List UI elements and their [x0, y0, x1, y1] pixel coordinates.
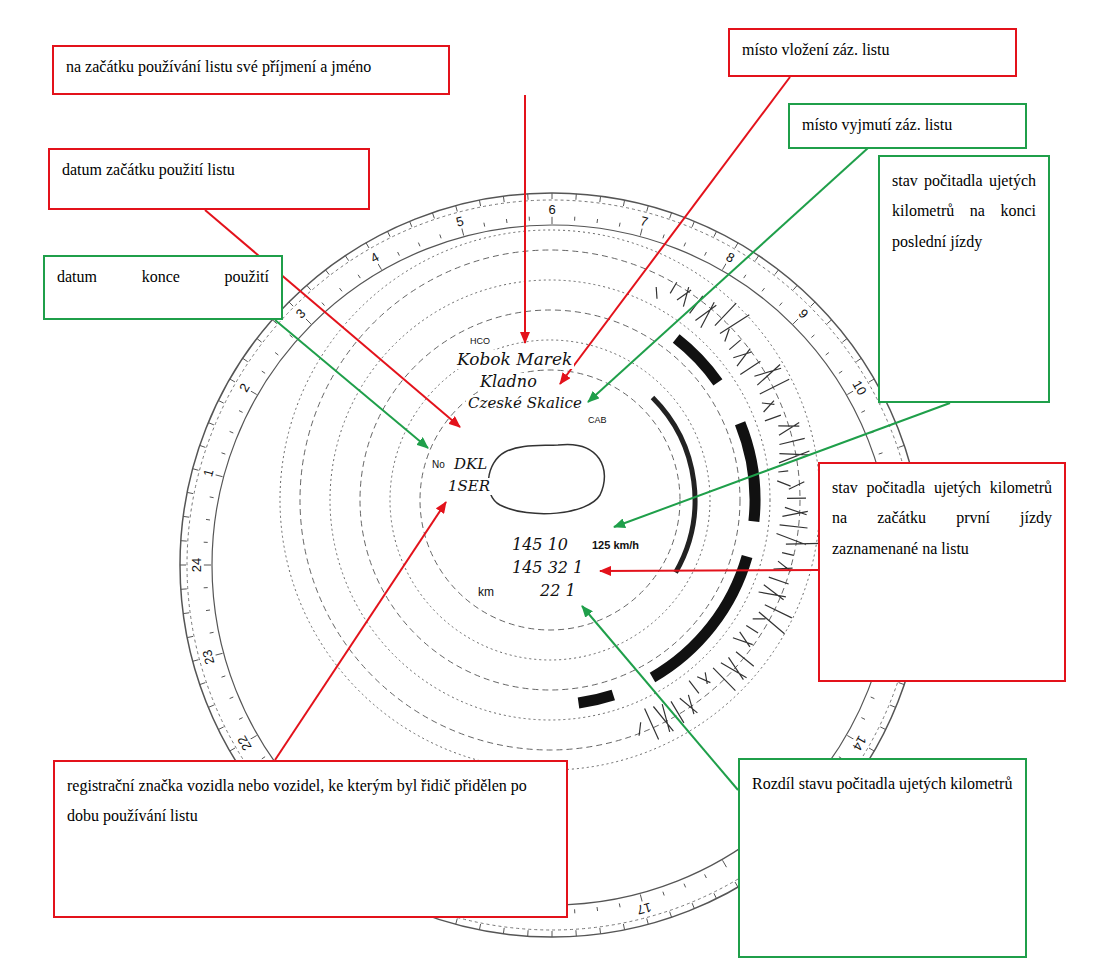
- callout-text: datum konce použití: [57, 266, 269, 288]
- disc-ring: [300, 250, 800, 750]
- leader-line: [600, 570, 818, 571]
- activity-bar: [579, 695, 614, 703]
- disc-ring: [390, 340, 710, 660]
- activity-bar: [653, 557, 748, 678]
- chart-entry: Czeské Skalice: [466, 395, 584, 412]
- callout-text: místo vložení záz. listu: [742, 39, 1003, 61]
- callout-text: stav počitadla ujetých kilometrů na konc…: [892, 166, 1036, 257]
- disc-ring: [360, 310, 740, 690]
- disc-ring: [280, 230, 820, 770]
- disc-ring: [420, 370, 680, 630]
- distance-trace: [639, 282, 821, 739]
- chart-entry: 125 km/h: [590, 539, 641, 551]
- hub-hole: [488, 444, 604, 513]
- chart-entry: HCO: [468, 337, 492, 347]
- activity-bar: [740, 423, 755, 521]
- hour-number: 6: [546, 203, 557, 217]
- hour-number: 24: [190, 556, 204, 574]
- speed-trace: [653, 398, 695, 573]
- callout-text: Rozdíl stavu počitadla ujetých kilometrů: [752, 769, 1013, 799]
- disc-ring: [330, 280, 770, 720]
- chart-entry: 1SER: [446, 478, 492, 495]
- callout-text: místo vyjmutí záz. listu: [802, 114, 1013, 136]
- chart-entry: 145 10: [510, 536, 570, 554]
- chart-entry: CAB: [586, 416, 609, 426]
- callout-box: registrační značka vozidla nebo vozidel,…: [53, 760, 568, 918]
- callout-text: stav počitadla ujetých kilometrů na začá…: [832, 473, 1052, 564]
- chart-entry: DKL: [452, 456, 489, 473]
- callout-box: Rozdíl stavu počitadla ujetých kilometrů: [738, 758, 1027, 958]
- leader-line: [588, 148, 868, 402]
- callout-box: stav počitadla ujetých kilometrů na konc…: [878, 155, 1050, 403]
- leader-line: [524, 95, 526, 343]
- callout-box: místo vyjmutí záz. listu: [788, 103, 1027, 149]
- callout-box: místo vložení záz. listu: [728, 28, 1017, 77]
- leader-line: [275, 320, 428, 448]
- leader-line: [560, 77, 790, 384]
- chart-entry: Kladno: [478, 373, 539, 391]
- activity-bar: [676, 339, 718, 383]
- callout-text: registrační značka vozidla nebo vozidel,…: [67, 771, 554, 832]
- callout-text: datum začátku použití listu: [62, 159, 356, 181]
- chart-entry: km: [476, 586, 496, 599]
- callout-text: na začátku používání listu své příjmení …: [66, 56, 436, 78]
- callout-box: na začátku používání listu své příjmení …: [52, 45, 450, 95]
- callout-box: datum konce použití: [43, 255, 283, 320]
- callout-box: stav počitadla ujetých kilometrů na začá…: [818, 462, 1066, 682]
- chart-entry: Kobok Marek: [455, 350, 574, 369]
- chart-entry: 22 1: [538, 582, 578, 600]
- callout-box: datum začátku použití listu: [48, 148, 370, 210]
- leader-line: [582, 606, 738, 790]
- chart-entry: No: [430, 459, 447, 470]
- leader-line: [275, 502, 446, 760]
- chart-entry: 145 32 1: [510, 559, 585, 577]
